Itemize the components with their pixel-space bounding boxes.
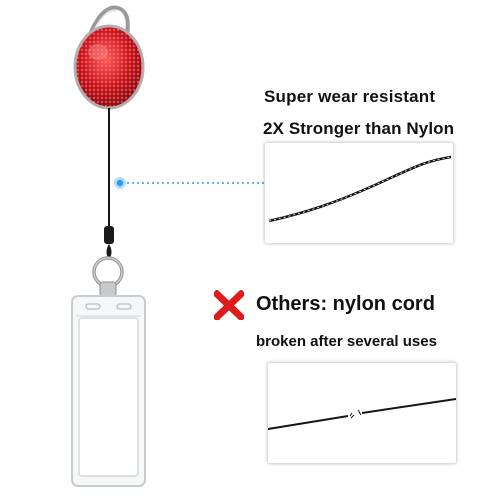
broken-cord-icon <box>267 398 457 430</box>
red-reel <box>73 24 145 110</box>
clear-badge-holder <box>71 295 146 487</box>
callout-pointer <box>114 177 266 189</box>
red-x-icon <box>214 290 244 320</box>
nylon-cord-sample <box>267 363 457 463</box>
strong-cord-sample <box>265 143 453 243</box>
split-ring <box>92 256 124 297</box>
feature-headline-strength: 2X Stronger than Nylon <box>263 119 455 138</box>
comparison-headline: Others: nylon cord <box>256 293 435 315</box>
feature-headline-wear: Super wear resistant <box>264 87 436 106</box>
comparison-subtext: broken after several uses <box>256 333 437 350</box>
braided-cord-icon <box>268 155 452 223</box>
cord-connector <box>104 226 114 260</box>
